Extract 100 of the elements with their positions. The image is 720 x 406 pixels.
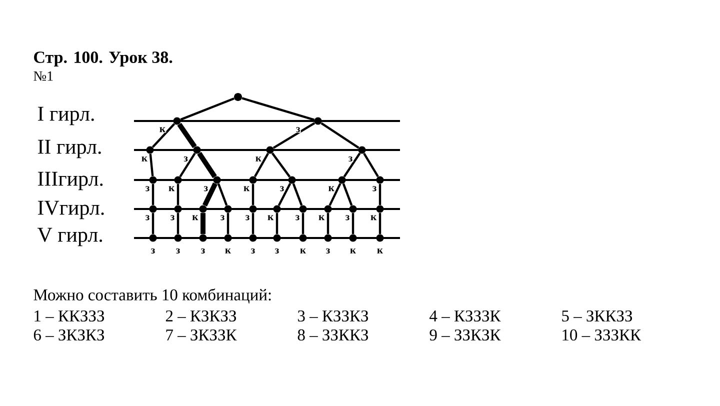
edge-label: з <box>372 186 378 192</box>
tree-branch <box>276 212 278 234</box>
tree-dot <box>146 146 154 154</box>
edge-label: з <box>220 214 226 221</box>
tree-branch <box>363 152 379 178</box>
tree-dot <box>376 176 384 184</box>
tree-dot <box>314 117 322 125</box>
edge-label: к <box>168 186 176 192</box>
heading: Стр. 100. Урок 38. <box>34 52 172 66</box>
leaf-label: з <box>251 248 255 254</box>
leaf-label: з <box>151 248 155 254</box>
tree-dot <box>338 176 346 184</box>
tree-branch <box>271 152 291 178</box>
edge-label: з <box>348 156 354 162</box>
tree-branch <box>252 212 254 234</box>
edge-label: з <box>203 186 209 192</box>
leaf-label: з <box>275 248 279 254</box>
level-label: I гирл. <box>38 106 94 126</box>
tree-branch <box>177 122 197 148</box>
edge-label: к <box>242 186 250 192</box>
tree-dot <box>324 205 332 213</box>
tree-branch <box>226 212 230 234</box>
tree-dot <box>213 176 221 184</box>
tree-branch <box>328 183 342 206</box>
edge-label: к <box>158 126 166 133</box>
tree-dot <box>174 205 182 213</box>
edge-label: з <box>144 186 150 192</box>
edge-label: к <box>328 186 335 192</box>
combination-text: 9 – ЗЗКЗК <box>430 329 501 341</box>
leaf-label: к <box>377 248 383 254</box>
level-label: V гирл. <box>37 228 102 246</box>
tree-dot <box>249 205 257 213</box>
tree-branch <box>278 183 292 206</box>
tree-branch <box>326 212 330 234</box>
tree-dot <box>273 205 281 213</box>
tree-branch <box>180 98 234 121</box>
tree-branch <box>217 183 228 206</box>
tree-branch <box>254 152 270 178</box>
tree-branch <box>176 212 180 234</box>
tree-branch <box>176 184 180 206</box>
answer-text: Можно составить 10 комбинаций: <box>34 288 271 304</box>
edge-label: к <box>370 214 378 221</box>
level-label: II гирл. <box>38 140 101 158</box>
tree-dot <box>173 117 181 125</box>
edge-label: з <box>144 214 150 221</box>
level-label: IIIгирл. <box>38 172 103 190</box>
leaf-label: к <box>300 248 306 254</box>
combination-text: 7 – ЗКЗЗК <box>166 329 237 341</box>
tree-dot <box>288 176 296 184</box>
leaf-label: к <box>225 248 231 254</box>
edge-label: з <box>183 156 188 162</box>
leaf-label: з <box>326 248 330 254</box>
tree-dot <box>234 93 242 101</box>
tree-branch <box>342 183 353 206</box>
tree-dot <box>376 205 384 213</box>
tree-branch <box>378 184 382 206</box>
combination-text: 3 – КЗЗКЗ <box>298 310 368 322</box>
edge-label: з <box>294 214 300 221</box>
level-label: IVгирл. <box>38 200 104 220</box>
edge-label: з <box>244 214 250 221</box>
task-number: №1 <box>34 71 53 81</box>
tree-branch <box>152 123 176 148</box>
edge-label: к <box>318 214 326 221</box>
tree-branch <box>343 152 361 178</box>
edge-label: к <box>192 214 199 221</box>
tree-branch <box>179 152 196 178</box>
tree-branch <box>252 184 254 206</box>
combination-text: 10 – ЗЗЗКК <box>562 329 642 341</box>
tree-dot <box>224 205 232 213</box>
tree-branch <box>272 122 316 149</box>
tree-branch <box>202 182 218 207</box>
edge-label: к <box>140 156 148 162</box>
tree-branch <box>378 212 382 234</box>
tree-branch <box>152 212 154 234</box>
combination-text: 8 – ЗЗККЗ <box>298 329 368 341</box>
tree-dot <box>249 176 257 184</box>
tree-branch <box>200 212 206 234</box>
tree-dot <box>174 176 182 184</box>
edge-label: к <box>266 214 274 221</box>
tree-dot <box>149 176 157 184</box>
tree-branch <box>352 212 354 234</box>
edge-label: з <box>295 126 301 133</box>
tree-branch <box>292 183 303 206</box>
tree-dot <box>349 205 357 213</box>
combination-text: 1 – ККЗЗЗ <box>34 310 104 322</box>
tree-dot <box>193 146 201 154</box>
edge-label: к <box>254 156 262 162</box>
tree-branch <box>149 154 154 176</box>
leaf-label: к <box>350 248 356 254</box>
combination-text: 6 – ЗКЗКЗ <box>34 329 104 341</box>
edge-label: з <box>170 214 176 221</box>
tree-dot <box>358 146 366 154</box>
tree-dot <box>266 146 274 154</box>
combination-text: 2 – КЗКЗЗ <box>166 310 236 322</box>
tree-dot <box>299 205 307 213</box>
tree-branch <box>152 184 154 206</box>
tree-branch <box>242 97 315 121</box>
tree-branch <box>197 152 217 178</box>
tree-branch <box>302 212 304 234</box>
edge-label: з <box>279 186 285 192</box>
